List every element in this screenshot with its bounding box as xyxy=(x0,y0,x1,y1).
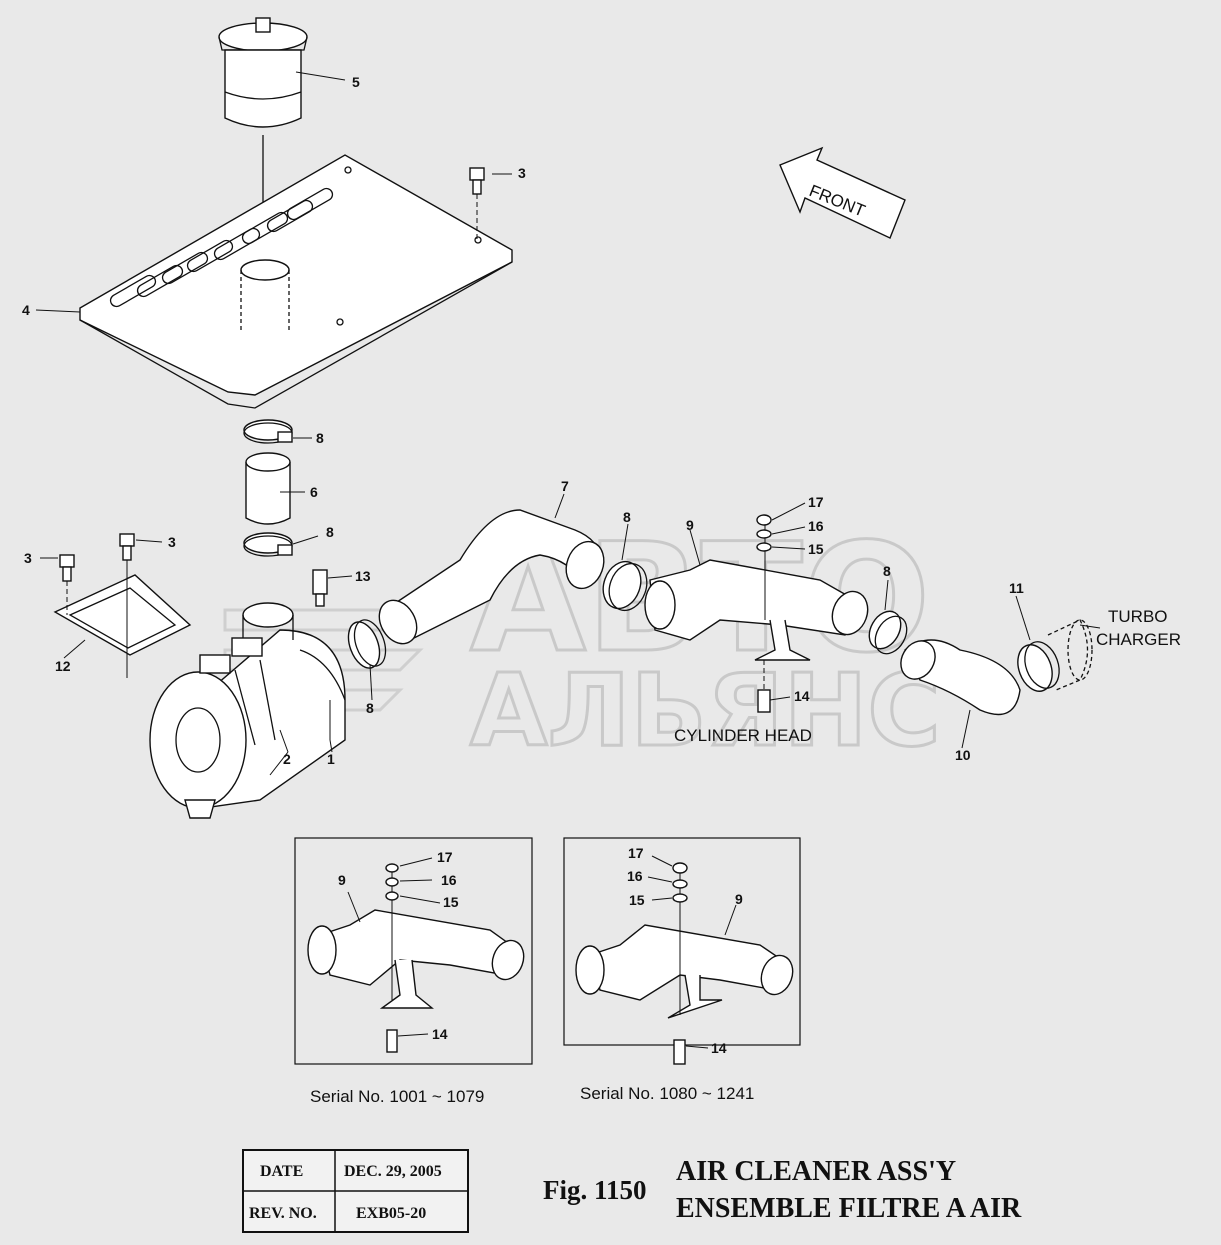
part-8-clamp-mid xyxy=(243,532,293,557)
part-6-hose xyxy=(245,452,291,525)
revision-table: DATE DEC. 29, 2005 REV. NO. EXB05-20 xyxy=(242,1149,469,1233)
callout-13: 13 xyxy=(355,568,371,584)
callout-5: 5 xyxy=(352,74,360,90)
part-8-clamp-bend xyxy=(868,610,908,655)
part-8-clamp-pipe xyxy=(602,560,648,612)
inset-right-callout-16: 16 xyxy=(627,868,643,884)
callout-14: 14 xyxy=(794,688,810,704)
part-8-clamp-outlet xyxy=(347,619,387,669)
inset-right-caption: Serial No. 1080 ~ 1241 xyxy=(580,1084,754,1103)
part-8-clamp-upper xyxy=(243,419,293,444)
part-5-cap xyxy=(218,17,308,255)
figure-title-fr: ENSEMBLE FILTRE A AIR xyxy=(676,1193,1022,1224)
callout-6: 6 xyxy=(310,484,318,500)
watermark-line2: АЛЬЯНС xyxy=(470,652,941,769)
callout-8-pipe: 8 xyxy=(623,509,631,525)
part-9-pipe xyxy=(644,520,869,661)
main-callouts: 5 3 4 8 6 8 7 8 9 17 16 15 8 11 3 3 13 1… xyxy=(22,74,1024,767)
turbo-port xyxy=(1047,619,1093,691)
inset-left-callout-15: 15 xyxy=(443,894,459,910)
part-11-clamp xyxy=(1017,641,1060,692)
date-value: DEC. 29, 2005 xyxy=(344,1163,442,1180)
inset-left: 17 16 15 9 14 xyxy=(294,837,533,1065)
callout-10: 10 xyxy=(955,747,971,763)
rev-value: EXB05-20 xyxy=(356,1205,426,1222)
inset-right-callout-17: 17 xyxy=(628,845,644,861)
date-label: DATE xyxy=(260,1163,303,1180)
inset-left-caption: Serial No. 1001 ~ 1079 xyxy=(310,1087,484,1106)
callout-1: 1 xyxy=(327,751,335,767)
inset-right-callout-14: 14 xyxy=(711,1040,727,1056)
leader-lines xyxy=(35,71,1101,776)
callout-3-left: 3 xyxy=(24,550,32,566)
part-3-bolt-top xyxy=(469,167,512,240)
front-arrow-icon: FRONT xyxy=(779,146,906,239)
part-12-bracket xyxy=(53,533,192,678)
callout-8-upper: 8 xyxy=(316,430,324,446)
inset-right-callout-9: 9 xyxy=(735,891,743,907)
inset-right: 17 16 15 9 14 xyxy=(563,837,801,1065)
callout-17: 17 xyxy=(808,494,824,510)
callout-3-top: 3 xyxy=(518,165,526,181)
inset-left-callout-16: 16 xyxy=(441,872,457,888)
callout-3-mid: 3 xyxy=(168,534,176,550)
callout-15: 15 xyxy=(808,541,824,557)
part-17-16-15-fasteners xyxy=(756,514,772,552)
callout-8-mid: 8 xyxy=(326,524,334,540)
figure-number: Fig. 1150 xyxy=(543,1175,647,1205)
part-13-sensor xyxy=(312,569,328,607)
callout-11: 11 xyxy=(1009,580,1024,596)
inset-left-callout-17: 17 xyxy=(437,849,453,865)
rev-label: REV. NO. xyxy=(249,1205,317,1222)
part-7-hose xyxy=(378,509,605,645)
part-14-stud xyxy=(757,660,771,713)
callout-8-outlet: 8 xyxy=(366,700,374,716)
part-1-air-cleaner xyxy=(149,602,346,819)
callout-8-bend: 8 xyxy=(883,563,891,579)
callout-7: 7 xyxy=(561,478,569,494)
inset-left-callout-9: 9 xyxy=(338,872,346,888)
callout-12: 12 xyxy=(55,658,71,674)
turbo-label-line1: TURBO xyxy=(1108,607,1168,626)
turbo-label-line2: CHARGER xyxy=(1096,630,1181,649)
inset-left-callout-14: 14 xyxy=(432,1026,448,1042)
callout-16: 16 xyxy=(808,518,824,534)
figure-title-en: AIR CLEANER ASS'Y xyxy=(676,1156,956,1187)
part-4-plate xyxy=(79,154,513,409)
inset-right-callout-15: 15 xyxy=(629,892,645,908)
part-10-elbow xyxy=(900,639,1021,716)
cylinder-head-label: CYLINDER HEAD xyxy=(674,726,812,745)
callout-2: 2 xyxy=(283,751,291,767)
callout-9: 9 xyxy=(686,517,694,533)
callout-4: 4 xyxy=(22,302,30,318)
